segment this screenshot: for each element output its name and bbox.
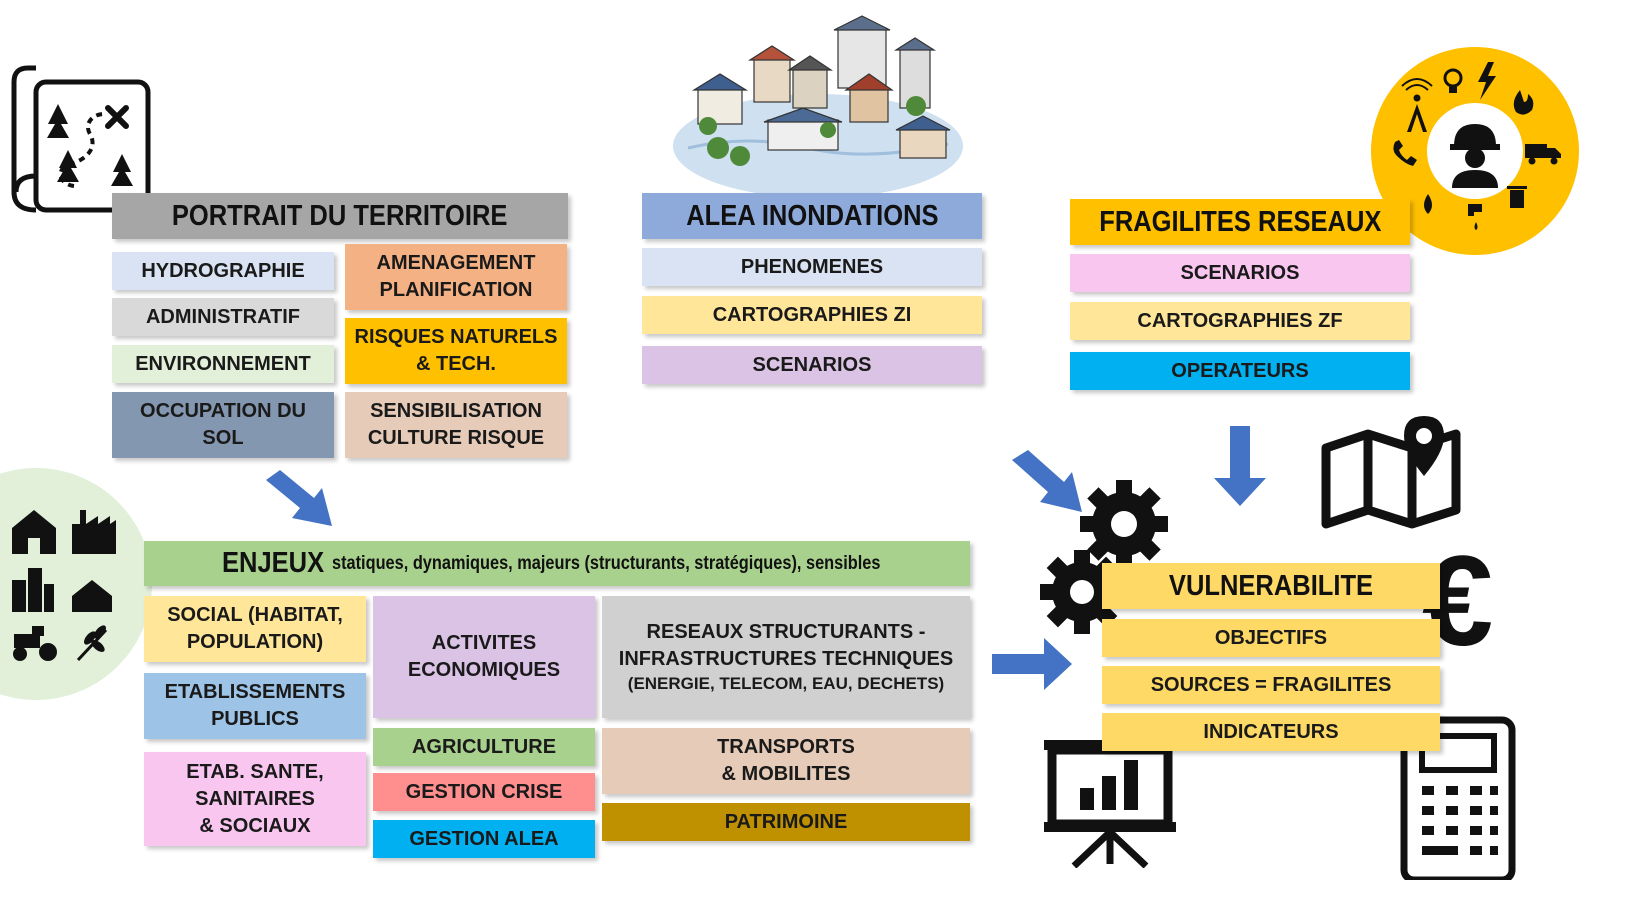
fragilites-scenarios: SCENARIOS [1070,254,1410,292]
enjeux-etab-sante: ETAB. SANTE, SANITAIRES & SOCIAUX [144,752,366,846]
portrait-occupation-sol: OCCUPATION DU SOL [112,392,334,458]
portrait-risques-naturels: RISQUES NATURELS & TECH. [345,318,567,384]
enjeux-activites-economiques: ACTIVITES ECONOMIQUES [373,596,595,718]
enjeux-title-main: ENJEUX [222,547,325,579]
map-pin-icon [1318,412,1466,532]
portrait-administratif: ADMINISTRATIF [112,298,334,336]
enjeux-etablissements-publics: ETABLISSEMENTS PUBLICS [144,673,366,739]
alea-scenarios: SCENARIOS [642,346,982,384]
gears-icon [1038,478,1178,638]
portrait-environnement: ENVIRONNEMENT [112,345,334,383]
reseaux-structurants-label: RESEAUX STRUCTURANTS - INFRASTRUCTURES T… [618,620,954,670]
fragilites-operateurs: OPERATEURS [1070,352,1410,390]
arrow-fragilites-to-vulnerabilite [1212,424,1268,508]
arrow-portrait-to-enjeux [262,462,342,532]
flooded-town-illustration [668,8,968,198]
vulnerabilite-title: VULNERABILITE [1102,563,1440,609]
vulnerabilite-sources: SOURCES = FRAGILITES [1102,666,1440,704]
calculator-icon [1400,716,1516,880]
enjeux-title: ENJEUX statiques, dynamiques, majeurs (s… [144,541,970,586]
portrait-hydrographie: HYDROGRAPHIE [112,252,334,290]
enjeux-subtitle: statiques, dynamiques, majeurs (structur… [332,552,881,574]
enjeux-gestion-crise: GESTION CRISE [373,773,595,811]
stakes-icons [0,468,152,700]
reseaux-structurants-detail: (ENERGIE, TELECOM, EAU, DECHETS) [627,673,945,693]
alea-phenomenes: PHENOMENES [642,248,982,286]
vulnerabilite-indicateurs: INDICATEURS [1102,713,1440,751]
enjeux-reseaux-structurants: RESEAUX STRUCTURANTS - INFRASTRUCTURES T… [602,596,970,718]
alea-cartographies-zi: CARTOGRAPHIES ZI [642,296,982,334]
vulnerabilite-objectifs: OBJECTIFS [1102,619,1440,657]
enjeux-gestion-alea: GESTION ALEA [373,820,595,858]
enjeux-social: SOCIAL (HABITAT, POPULATION) [144,596,366,662]
treasure-map-icon [8,64,156,226]
fragilites-title: FRAGILITES RESEAUX [1070,199,1410,245]
arrow-alea-to-vulnerabilite [1008,442,1088,518]
portrait-title: PORTRAIT DU TERRITOIRE [112,193,568,239]
portrait-sensibilisation: SENSIBILISATION CULTURE RISQUE [345,392,567,458]
enjeux-agriculture: AGRICULTURE [373,728,595,766]
portrait-amenagement: AMENAGEMENT PLANIFICATION [345,244,567,310]
enjeux-patrimoine: PATRIMOINE [602,803,970,841]
presentation-chart-icon [1040,728,1180,868]
utility-network-icon [1370,46,1580,256]
fragilites-cartographies-zf: CARTOGRAPHIES ZF [1070,302,1410,340]
alea-title: ALEA INONDATIONS [642,193,982,239]
arrow-enjeux-to-vulnerabilite [990,636,1074,692]
enjeux-transports: TRANSPORTS & MOBILITES [602,728,970,794]
